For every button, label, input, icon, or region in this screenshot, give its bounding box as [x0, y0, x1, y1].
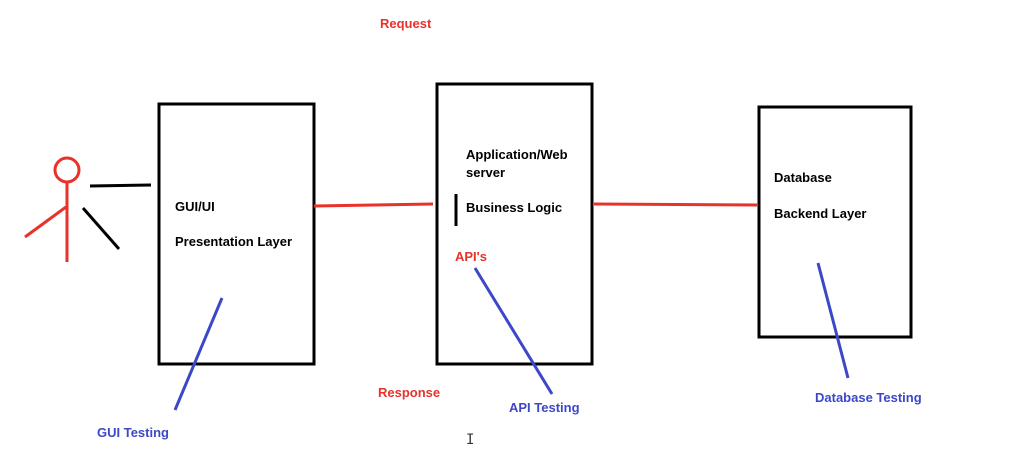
gui-testing-pointer: [173, 297, 224, 411]
stick-figure-arm: [24, 205, 67, 239]
gui-layer-box: [157, 102, 316, 366]
app-to-db-connector: [593, 202, 759, 207]
db-box-title: Database: [774, 170, 832, 185]
stick-figure-accent-upper: [89, 183, 152, 188]
api-testing-label: API Testing: [509, 400, 580, 415]
database-layer-box: [757, 105, 913, 339]
gui-box-subtitle: Presentation Layer: [175, 234, 293, 249]
database-testing-label: Database Testing: [815, 390, 922, 405]
business-logic-label: Business Logic: [466, 200, 563, 215]
stick-figure-head: [53, 156, 81, 184]
text-cursor-icon: I: [466, 432, 475, 448]
apis-label: API's: [455, 249, 487, 264]
gui-to-app-connector: [313, 202, 434, 208]
db-box-subtitle: Backend Layer: [774, 206, 867, 221]
app-server-box: [435, 82, 594, 366]
stick-figure-accent-lower: [81, 207, 121, 250]
response-label: Response: [378, 385, 441, 400]
gui-testing-label: GUI Testing: [97, 425, 169, 440]
api-testing-pointer: [473, 267, 554, 395]
app-box-title-line1: Application/Web: [466, 147, 568, 162]
app-box-title-line2: server: [466, 165, 506, 180]
gui-box-title: GUI/UI: [175, 199, 215, 214]
database-testing-pointer: [816, 262, 850, 379]
stick-figure-icon: [24, 156, 152, 262]
request-label: Request: [380, 16, 432, 31]
